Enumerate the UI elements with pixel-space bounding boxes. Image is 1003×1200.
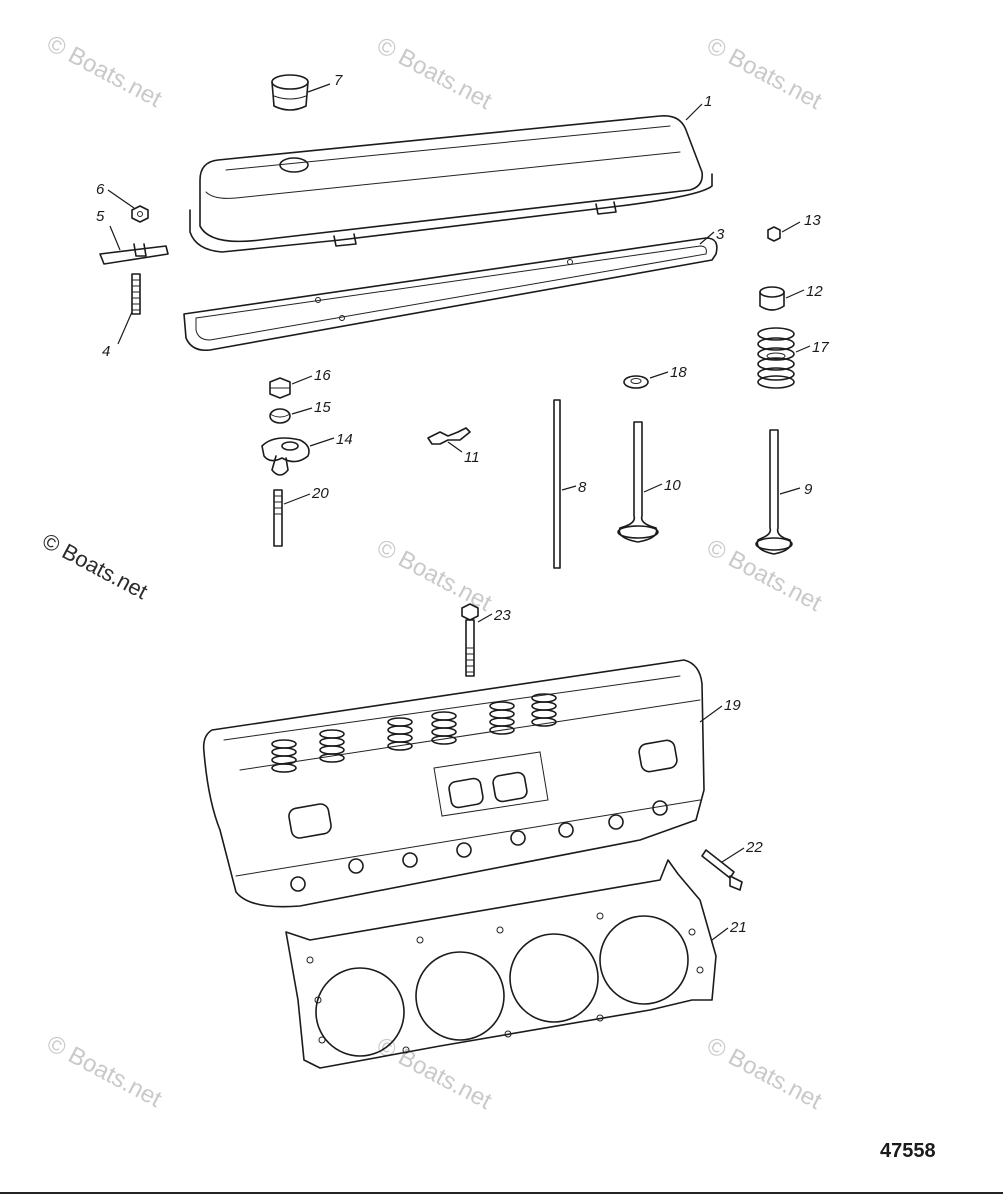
callout-8: 8 <box>578 479 587 496</box>
head-bolt <box>461 603 479 677</box>
callout-20: 20 <box>311 485 329 502</box>
nut <box>131 205 149 223</box>
callout-16: 16 <box>314 367 331 384</box>
cylinder-head <box>202 659 705 908</box>
callout-14: 14 <box>336 431 353 448</box>
exhaust-valve <box>755 429 793 555</box>
cover-bracket <box>99 243 169 265</box>
intake-valve <box>617 421 659 543</box>
callout-5: 5 <box>96 208 105 225</box>
callout-11: 11 <box>464 449 480 466</box>
callout-6: 6 <box>96 181 105 198</box>
callout-17: 17 <box>812 339 829 356</box>
callout-23: 23 <box>493 607 511 624</box>
bottom-rule <box>0 1192 1003 1194</box>
oil-fill-cap <box>271 74 309 111</box>
stud <box>131 273 141 315</box>
callout-12: 12 <box>806 283 823 300</box>
head-valve-springs <box>271 693 557 773</box>
callout-4: 4 <box>102 343 110 360</box>
callout-7: 7 <box>334 72 343 89</box>
callout-19: 19 <box>724 697 741 714</box>
callout-3: 3 <box>716 226 725 243</box>
callout-22: 22 <box>745 839 763 856</box>
pushrod-guide <box>427 427 471 445</box>
head-gasket <box>285 859 717 1069</box>
callout-15: 15 <box>314 399 331 416</box>
callout-21: 21 <box>729 919 747 936</box>
callout-10: 10 <box>664 477 681 494</box>
short-bolt <box>701 849 743 891</box>
rocker-stud <box>273 489 283 547</box>
rocker-nut <box>269 377 291 399</box>
valve-spring <box>757 327 795 389</box>
callout-18: 18 <box>670 364 687 381</box>
pushrod <box>553 399 561 569</box>
small-nut <box>767 226 781 242</box>
rocker-arm <box>261 437 310 476</box>
valve-seal <box>623 375 649 389</box>
valve-cover-gasket <box>183 237 718 352</box>
callout-9: 9 <box>804 481 813 498</box>
figure-number: 47558 <box>880 1140 936 1162</box>
rocker-ball <box>269 408 291 424</box>
spring-cap <box>759 286 785 311</box>
valve-cover <box>189 114 713 253</box>
callout-1: 1 <box>704 93 712 110</box>
callout-13: 13 <box>804 212 821 229</box>
